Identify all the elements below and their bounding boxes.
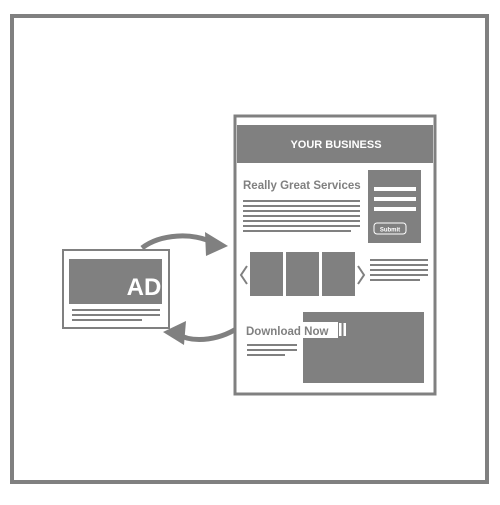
download-label-stripes-icon	[339, 323, 346, 336]
signup-form: Submit	[368, 170, 421, 243]
submit-button[interactable]	[373, 222, 407, 235]
download-label-background	[243, 322, 338, 338]
chevron-right-icon[interactable]	[357, 265, 366, 285]
header-bar	[237, 125, 433, 163]
ad-card: AD	[62, 249, 170, 329]
carousel-image	[250, 252, 283, 296]
header-title: YOUR BUSINESS	[290, 139, 381, 151]
curved-arrow-right-icon	[140, 232, 228, 256]
form-field[interactable]	[374, 207, 416, 211]
services-text	[243, 200, 360, 232]
carousel-image	[322, 252, 355, 296]
form-field[interactable]	[374, 197, 416, 201]
ad-text-line	[72, 314, 160, 316]
ad-label: AD	[127, 274, 162, 301]
image-carousel	[239, 252, 366, 296]
chevron-left-icon[interactable]	[239, 265, 248, 285]
ad-text-line	[72, 319, 142, 321]
form-field[interactable]	[374, 187, 416, 191]
ad-text-line	[72, 309, 160, 311]
website-mockup: YOUR BUSINESS Really Great Services Subm…	[233, 114, 437, 396]
carousel-image	[286, 252, 319, 296]
download-label[interactable]: Download Now	[246, 326, 328, 338]
carousel-text	[370, 259, 428, 281]
submit-button-label: Submit	[380, 228, 400, 234]
download-text	[247, 344, 297, 356]
services-heading: Really Great Services	[243, 180, 361, 192]
ad-banner	[69, 259, 162, 304]
